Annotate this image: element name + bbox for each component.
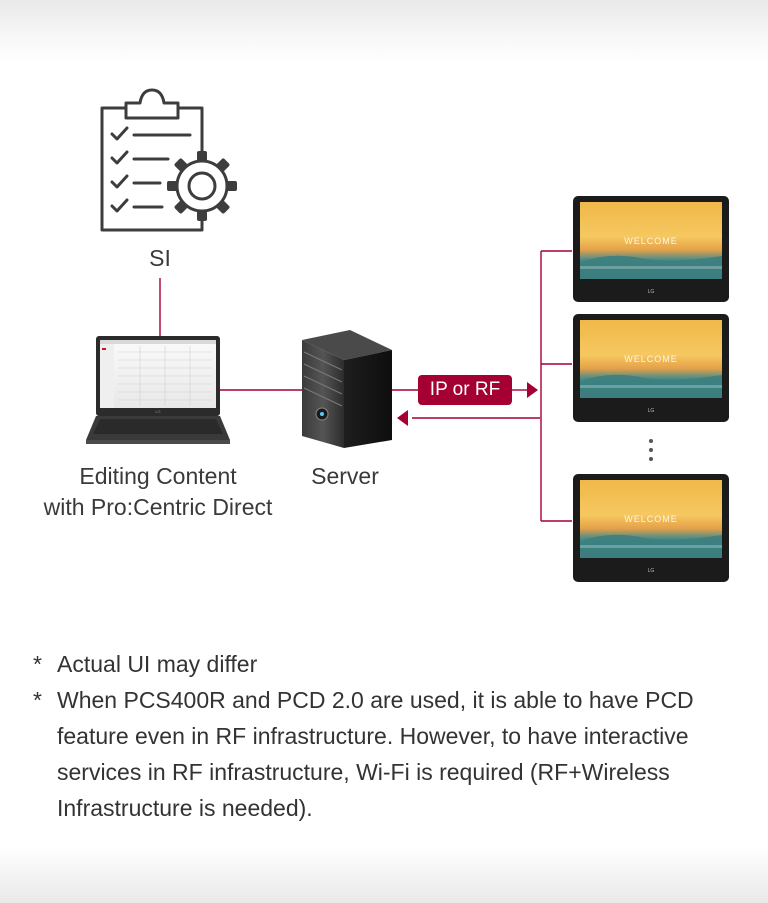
asterisk: *: [33, 651, 42, 677]
server-label: Server: [311, 463, 379, 489]
tv-icon-2: WELCOME LG: [573, 314, 729, 422]
ip-or-rf-badge: IP or RF: [418, 375, 512, 405]
arrow-left-icon: [397, 410, 408, 426]
system-diagram: LG WELCOME LG: [18, 88, 729, 582]
tv-icon-3: WELCOME LG: [573, 474, 729, 582]
laptop-icon: [86, 336, 230, 444]
footnotes: * Actual UI may differ * When PCS400R an…: [33, 646, 733, 826]
svg-text:LG: LG: [648, 289, 655, 295]
editing-label-line1: Editing Content: [79, 463, 237, 489]
footnote-text: Actual UI may differ: [57, 651, 258, 677]
footnote-ui-differ: * Actual UI may differ: [33, 646, 733, 682]
footnote-text: When PCS400R and PCD 2.0 are used, it is…: [57, 687, 694, 821]
laptop-brand: LG: [155, 409, 160, 414]
tv-icon-1: WELCOME LG: [573, 196, 729, 302]
bottom-shade: [0, 848, 768, 903]
top-shade: [0, 0, 768, 62]
vertical-ellipsis-icon: [649, 439, 653, 461]
svg-text:LG: LG: [648, 408, 655, 414]
server-tower-icon: [302, 330, 392, 448]
editing-label-line2: with Pro:Centric Direct: [43, 494, 273, 520]
svg-text:WELCOME: WELCOME: [624, 354, 678, 364]
svg-text:LG: LG: [648, 568, 655, 574]
arrow-right-icon: [527, 382, 538, 398]
editing-content-label: Editing Content with Pro:Centric Direct: [18, 461, 298, 523]
clipboard-checklist-gear-icon: [100, 88, 204, 232]
si-label: SI: [149, 245, 171, 271]
gear-icon: [167, 151, 237, 221]
svg-text:WELCOME: WELCOME: [624, 236, 678, 246]
footnote-pcd-rf: * When PCS400R and PCD 2.0 are used, it …: [33, 682, 733, 826]
asterisk: *: [33, 687, 42, 713]
svg-text:WELCOME: WELCOME: [624, 514, 678, 524]
connector-lines: [159, 250, 572, 522]
